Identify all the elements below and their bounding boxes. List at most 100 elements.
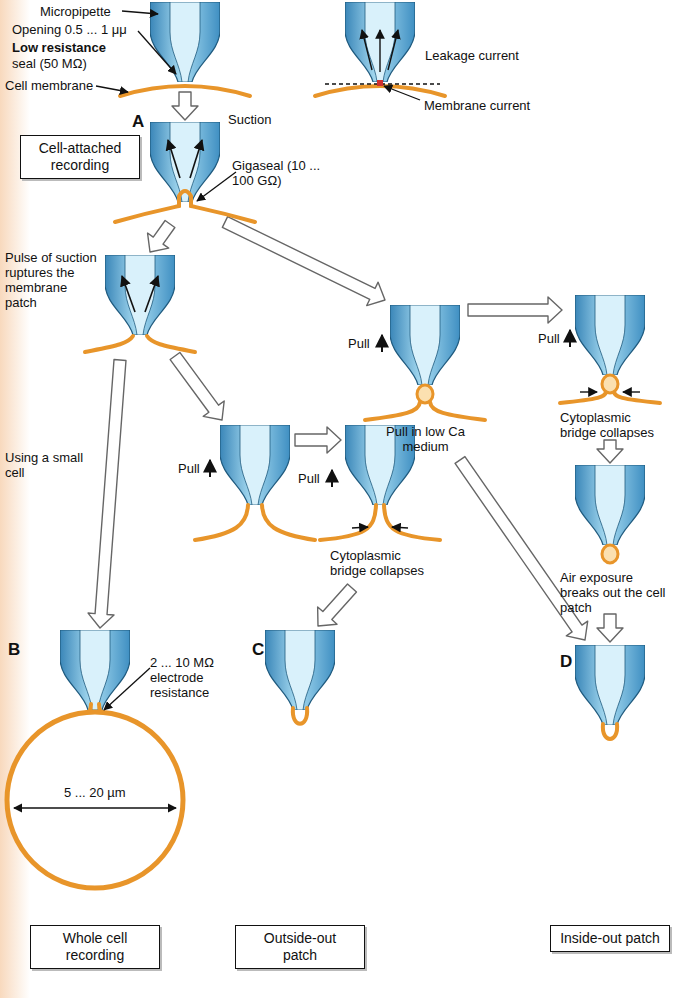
annotation-label: 2 ... 10 MΩ electrode resistance: [150, 655, 242, 700]
micropipette: [575, 645, 645, 725]
pull-arrow: [331, 470, 333, 487]
suction-arrow: [190, 140, 202, 178]
small-cell: [7, 712, 183, 888]
annotation-label: Cell membrane: [5, 78, 93, 93]
pull-arrow: [569, 330, 571, 347]
pointer-arrow: [384, 86, 420, 100]
cell-membrane: [315, 86, 445, 96]
collapse-arrow: [392, 527, 408, 528]
box-label: Outside-out patch: [245, 930, 355, 964]
micropipette: [150, 2, 220, 82]
cell-membrane: [195, 505, 248, 540]
process-arrow: [148, 221, 175, 252]
annotation-label: Cytoplasmic bridge collapses: [330, 548, 438, 578]
cell-membrane: [603, 724, 617, 739]
configuration-box: Cell-attached recording: [20, 135, 140, 179]
cell-membrane: [614, 392, 660, 403]
panel-letter: D: [560, 652, 572, 671]
micropipette: [220, 425, 290, 505]
cell-membrane: [85, 336, 133, 352]
annotation-label: Opening 0.5 ... 1 μμ: [12, 22, 127, 37]
annotation-label: Suction: [228, 112, 271, 127]
annotation-label: Cytoplasmic bridge collapses: [560, 410, 670, 440]
suction-arrow: [168, 140, 180, 178]
cell-membrane: [147, 336, 195, 352]
annotation-label: Micropipette: [40, 4, 111, 19]
micropipette: [265, 630, 335, 710]
pull-arrow: [209, 460, 211, 477]
pull-arrow: [381, 335, 383, 352]
process-arrow: [597, 614, 623, 642]
micropipette: [390, 305, 460, 385]
micropipette: [575, 295, 645, 375]
current-arrow: [325, 30, 440, 84]
annotation-label: Pull: [298, 471, 320, 486]
pointer-arrow: [122, 11, 158, 14]
cell-membrane: [115, 191, 255, 222]
pointer-arrow: [138, 31, 176, 74]
configuration-box: Inside-out patch: [550, 925, 670, 952]
pointer-arrow: [14, 11, 420, 808]
membrane-vesicle: [602, 545, 618, 563]
pointer-arrow: [96, 86, 128, 92]
small-cell: [7, 712, 183, 888]
configuration-box: Whole cell recording: [30, 925, 160, 969]
current-arrow: [388, 30, 398, 70]
annotation-label: Membrane current: [424, 98, 530, 113]
micropipette: [345, 2, 415, 82]
annotation-label: Using a small cell: [5, 450, 87, 480]
annotation-label: Pull: [538, 331, 560, 346]
membrane-current-patch: [377, 80, 383, 86]
process-arrow: [172, 92, 198, 120]
membrane-vesicle: [417, 375, 618, 563]
annotation-label: Pulse of suction ruptures the membrane p…: [5, 250, 101, 310]
cell-membrane: [384, 505, 440, 540]
panel-letter: A: [132, 112, 144, 131]
process-arrow: [88, 92, 623, 642]
process-arrow: [222, 217, 385, 306]
annotation-label: Pull in low Ca medium: [378, 424, 473, 454]
annotation-label: Gigaseal (10 ... 100 GΩ): [232, 158, 332, 188]
annotation-label: Pull: [348, 336, 370, 351]
pull-arrow: [210, 330, 570, 487]
cell-membrane: [293, 708, 307, 724]
annotation-label: Pull: [178, 461, 200, 476]
cell-membrane: [262, 505, 315, 540]
annotation-label: Leakage current: [425, 48, 519, 63]
cell-membrane: [430, 402, 485, 420]
current-arrow: [362, 30, 372, 70]
micropipette: [575, 465, 645, 545]
collapse-arrow: [352, 527, 368, 528]
membrane-vesicle: [602, 375, 618, 393]
cell-membrane: [365, 402, 420, 420]
panel-letter: C: [252, 640, 264, 659]
box-label: Inside-out patch: [560, 930, 660, 947]
process-arrow: [468, 297, 562, 323]
collapse-arrow: [623, 391, 640, 392]
pointer-arrow: [104, 668, 150, 710]
membrane-current-patch: [377, 80, 383, 86]
configuration-box: Outside-out patch: [235, 925, 365, 969]
process-arrow: [170, 352, 224, 420]
process-arrow: [295, 427, 341, 453]
annotation-label: Air exposure breaks out the cell patch: [560, 570, 670, 615]
panel-letter: B: [8, 640, 20, 659]
micropipette: [105, 255, 175, 335]
annotation-label: Low resistance: [12, 40, 106, 55]
cell-membrane: [560, 392, 606, 403]
box-label: Whole cell recording: [40, 930, 150, 964]
micropipette: [60, 630, 130, 710]
membrane-vesicle: [417, 385, 433, 403]
process-arrow: [88, 360, 126, 628]
current-arrow: [379, 30, 380, 72]
suction-arrow: [122, 276, 135, 312]
annotation-label: seal (50 MΩ): [12, 56, 87, 71]
process-arrow: [597, 440, 623, 463]
process-arrow: [318, 584, 357, 626]
micropipette: [60, 2, 645, 725]
collapse-arrow: [580, 391, 597, 392]
pointer-arrow: [197, 172, 236, 201]
cell-membrane: [120, 86, 250, 96]
suction-arrow: [145, 276, 158, 312]
